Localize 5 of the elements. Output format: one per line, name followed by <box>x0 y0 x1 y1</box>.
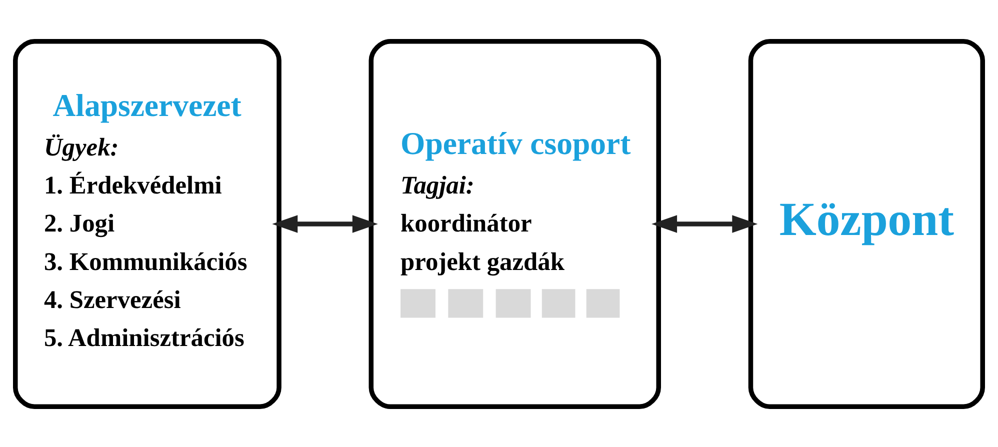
node-box: Alapszervezet Ügyek: 1. Érdekvédelmi 2. Jogi 3. Kommunikációs 4. Szervezési 5. Adminisztrációs <box>13 38 282 409</box>
arrow <box>272 214 378 232</box>
arrow <box>652 214 758 232</box>
node-box: Központ <box>748 38 985 409</box>
node-box: Operatív csoport Tagjai: koordinátor projekt gazdák <box>368 38 661 409</box>
